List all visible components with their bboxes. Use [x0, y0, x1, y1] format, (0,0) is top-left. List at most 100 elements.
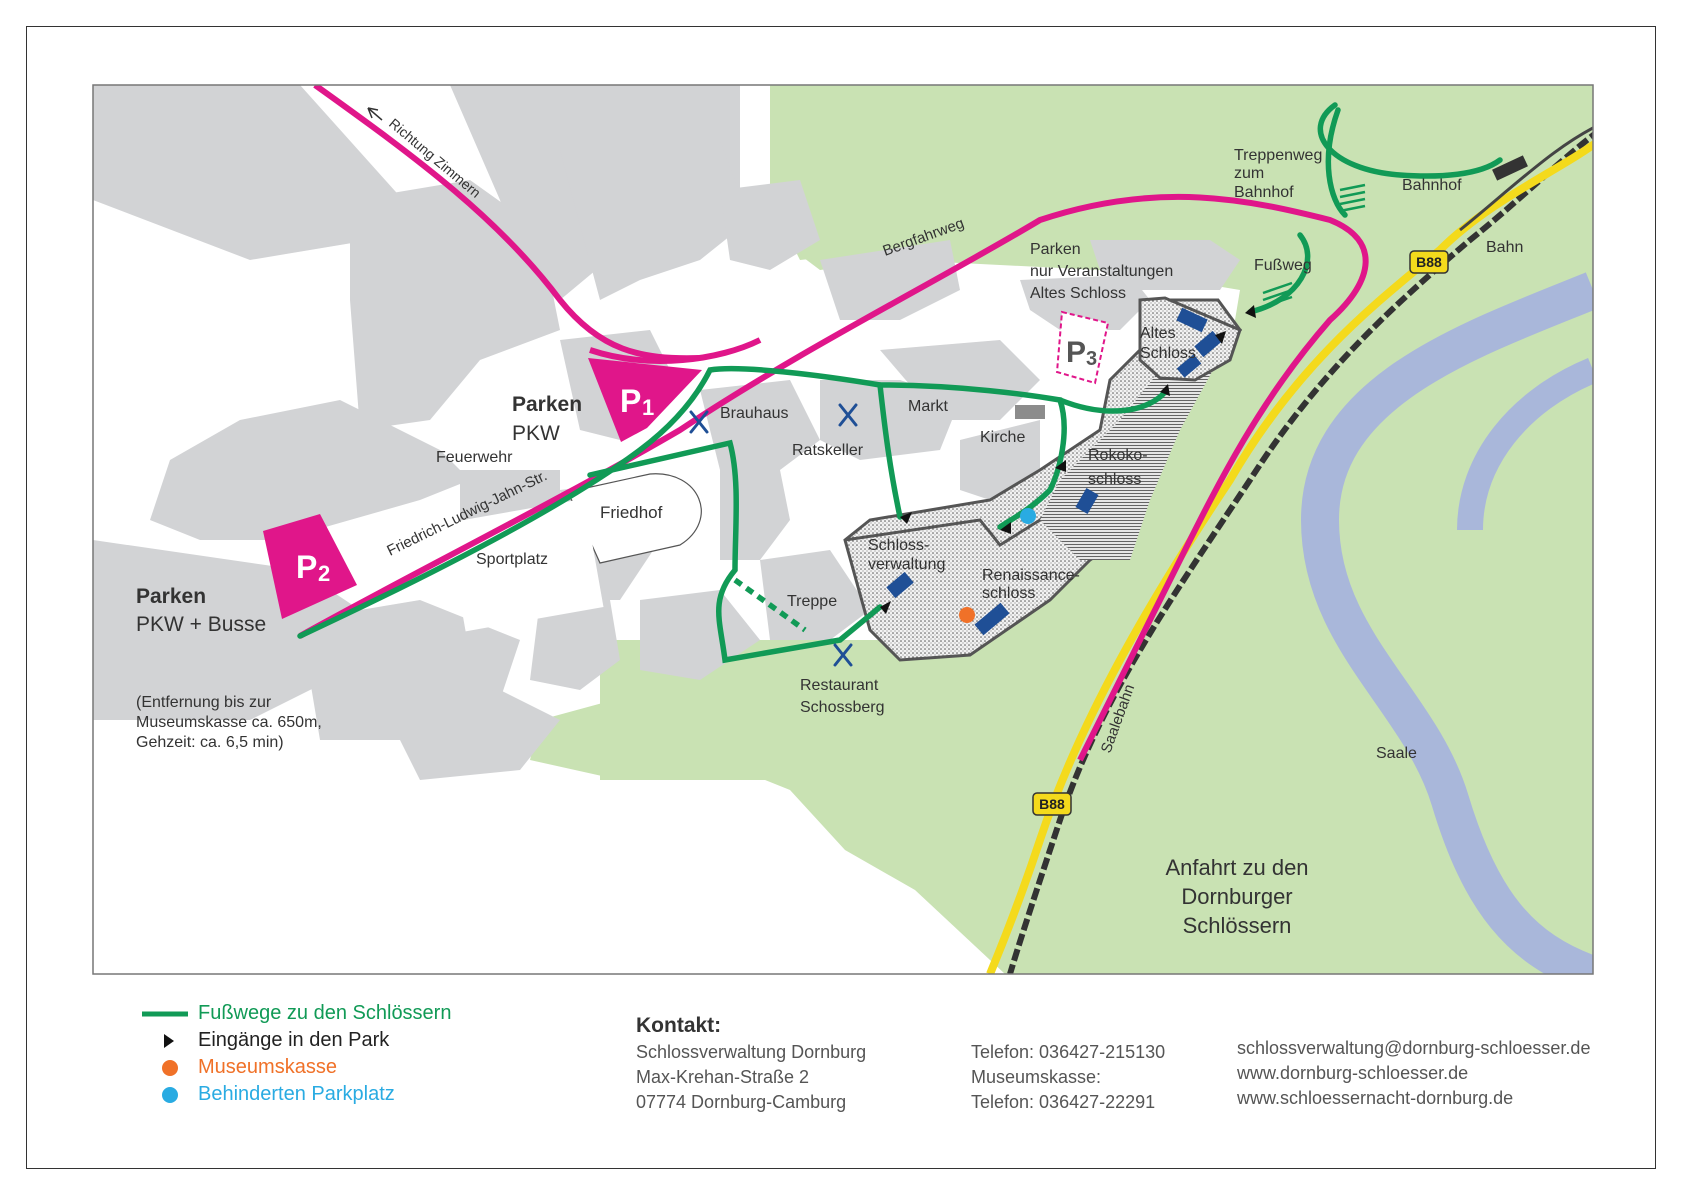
p1-subscript: 1 [642, 395, 654, 420]
restaurant-icon [838, 403, 858, 427]
p3-symbol: P [1066, 336, 1086, 369]
p1-parking-area [588, 358, 702, 442]
p3-label-line3: Altes Schloss [1030, 285, 1126, 302]
restaurant-markers [689, 403, 858, 667]
entrance-arrow-icon [1055, 460, 1066, 472]
green-line-icon [142, 1011, 188, 1017]
p2-subscript: 2 [318, 561, 330, 586]
label-bahn: Bahn [1486, 239, 1523, 256]
p3-subscript: 3 [1086, 348, 1097, 370]
label-friedhof: Friedhof [600, 503, 663, 522]
label-anfahrt-line3: Schlössern [1183, 913, 1292, 938]
direction-arrow-icon [367, 107, 383, 121]
entrance-arrow-icon [1245, 305, 1256, 318]
restaurant-icon [689, 410, 709, 434]
label-feuerwehr: Feuerwehr [436, 449, 513, 466]
label-kirche: Kirche [980, 429, 1025, 446]
contact-email-link[interactable]: schlossverwaltung@dornburg-schloesser.de [1237, 1038, 1591, 1058]
p2-note-line1: (Entfernung bis zur [136, 694, 272, 711]
orange-dot-icon [162, 1060, 178, 1076]
label-renaissance-line2: schloss [982, 585, 1035, 602]
label-markt: Markt [908, 398, 949, 415]
svg-text:B88: B88 [1039, 796, 1065, 812]
entrance-arrow-icon [880, 601, 891, 614]
contact-phone: Telefon: 036427-215130 [971, 1042, 1166, 1062]
map-area: B88 B88 [93, 85, 1593, 974]
contact-heading: Kontakt: [636, 1014, 722, 1037]
contact-street: Max-Krehan-Straße 2 [636, 1067, 810, 1087]
entrance-markers [880, 305, 1256, 614]
p2-note-line3: Gehzeit: ca. 6,5 min) [136, 734, 284, 751]
sportplatz-area [446, 498, 604, 632]
map-sheet-frame [26, 26, 1656, 1169]
contact-web-block: schlossverwaltung@dornburg-schloesser.de… [1237, 1036, 1590, 1111]
p3-parking-area [1055, 310, 1110, 385]
label-bahnhof: Bahnhof [1402, 177, 1462, 194]
label-ratskeller: Ratskeller [792, 442, 864, 459]
contact-museum-label: Museumskasse: [971, 1067, 1102, 1087]
legend-label-ticket: Museumskasse [198, 1056, 337, 1078]
p1-title: Parken [512, 393, 582, 416]
b88-badge: B88 [1032, 792, 1072, 816]
p2-title: Parken [136, 585, 206, 608]
saale-river-arm [1457, 357, 1593, 531]
label-saale: Saale [1376, 745, 1417, 762]
entrance-arrow-icon [1160, 384, 1170, 396]
cyan-dot-icon [162, 1087, 178, 1103]
restaurant-icon [833, 643, 853, 667]
label-schlossverwaltung-line1: Schloss- [868, 537, 929, 554]
p3-label-line2: nur Veranstaltungen [1030, 263, 1173, 280]
station-icon [1492, 155, 1528, 181]
label-treppenweg-line2: zum [1234, 165, 1264, 182]
label-fussweg: Fußweg [1254, 257, 1312, 274]
museumskasse-marker [959, 607, 975, 623]
church-icon [1015, 405, 1045, 419]
contact-web-link-1[interactable]: www.dornburg-schloesser.de [1237, 1063, 1469, 1083]
treppe-path [733, 577, 807, 633]
b88-badge: B88 [1409, 250, 1449, 274]
p1-type: PKW [512, 422, 560, 445]
entrance-arrow-icon [1215, 331, 1226, 344]
svg-text:B88: B88 [1416, 254, 1442, 270]
label-altes-schloss-line2: Schloss [1140, 345, 1196, 362]
label-treppenweg-line3: Bahnhof [1234, 184, 1294, 201]
contact-address-block: Kontakt: Schlossverwaltung Dornburg Max-… [636, 1012, 866, 1115]
altes-schloss-grounds [1138, 296, 1242, 382]
label-schlossverwaltung-line2: verwaltung [868, 556, 945, 573]
saale-river [1300, 272, 1593, 974]
entrance-arrow-icon [164, 1034, 174, 1048]
legend-label-paths: Fußwege zu den Schlössern [198, 1002, 452, 1024]
p2-type: PKW + Busse [136, 613, 266, 636]
label-altes-schloss-line1: Altes [1140, 325, 1176, 342]
label-restaurant-line2: Schossberg [800, 699, 885, 716]
legend-label-entrances: Eingänge in den Park [198, 1029, 390, 1051]
railway-2 [1459, 126, 1593, 232]
label-renaissance-line1: Renaissance- [982, 567, 1080, 584]
contact-phone-block: Telefon: 036427-215130 Museumskasse: Tel… [971, 1040, 1165, 1115]
contact-museum-phone: Telefon: 036427-22291 [971, 1092, 1156, 1112]
label-anfahrt-line2: Dornburger [1181, 884, 1292, 909]
label-rokoko-line1: Rokoko- [1088, 447, 1148, 464]
p2-note-line2: Museumskasse ca. 650m, [136, 714, 322, 731]
b88-road [986, 140, 1593, 974]
legend-label-disabled: Behinderten Parkplatz [198, 1083, 395, 1105]
label-anfahrt-line1: Anfahrt zu den [1165, 855, 1308, 880]
label-brauhaus: Brauhaus [720, 405, 789, 422]
label-rokoko-line2: schloss [1088, 471, 1141, 488]
contact-web-link-2[interactable]: www.schloessernacht-dornburg.de [1237, 1088, 1514, 1108]
park-area-upper [770, 85, 1593, 260]
p3-label-line1: Parken [1030, 241, 1081, 258]
disabled-parking-marker [1020, 508, 1036, 524]
entrance-arrow-icon [1000, 522, 1011, 534]
p2-parking-area [263, 514, 357, 619]
friedhof-area [567, 473, 702, 564]
label-restaurant-line1: Restaurant [800, 677, 879, 694]
label-treppenweg-line1: Treppenweg [1234, 147, 1322, 164]
label-treppe: Treppe [787, 593, 837, 610]
label-sportplatz: Sportplatz [476, 551, 548, 568]
contact-org: Schlossverwaltung Dornburg [636, 1042, 867, 1062]
p1-symbol: P [620, 383, 641, 419]
entrance-arrow-icon [900, 512, 912, 524]
stair-marks [1262, 183, 1366, 309]
